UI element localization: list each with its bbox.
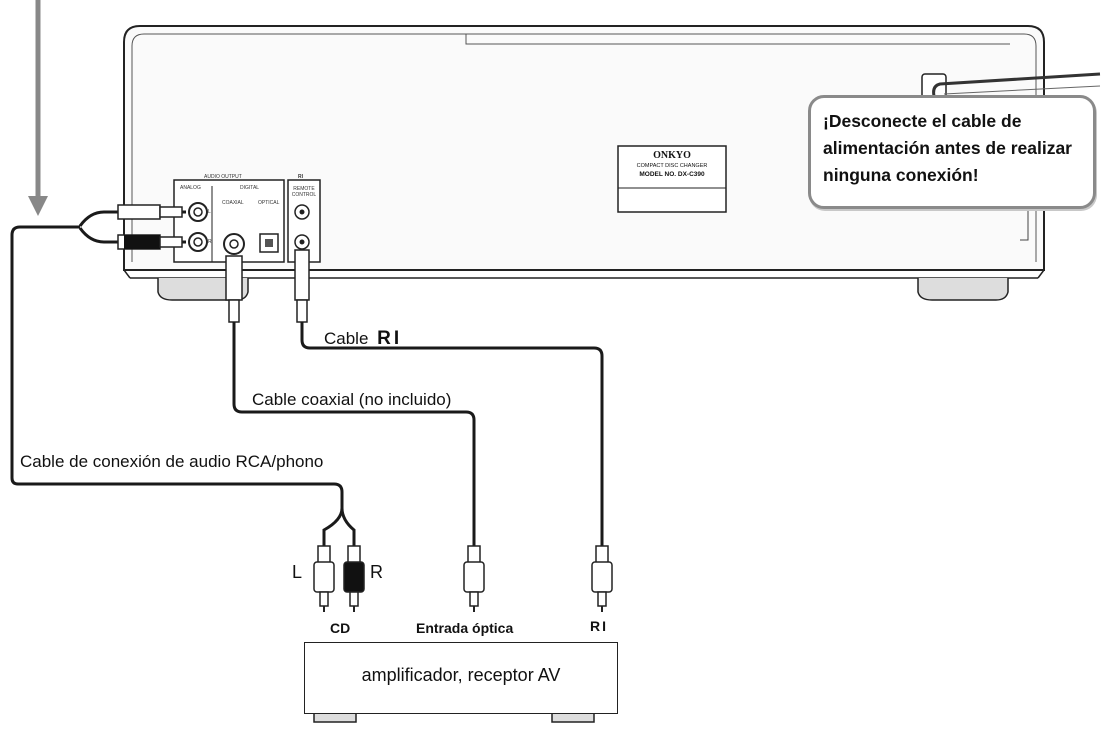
rca-plugs-cd <box>313 545 365 612</box>
warning-text: ¡Desconecte el cable de alimentación ant… <box>823 111 1072 185</box>
digital-label: DIGITAL <box>240 185 260 191</box>
ri-symbol: RI <box>377 328 403 349</box>
coaxial-cable-label: Cable coaxial (no incluido) <box>252 390 452 409</box>
warning-callout: ¡Desconecte el cable de alimentación ant… <box>808 95 1096 209</box>
model-line-2: MODEL NO. DX-C390 <box>639 171 705 178</box>
remote-control-label: REMOTE CONTROL <box>291 186 317 198</box>
ri-cable-label: Cable RI <box>324 328 402 350</box>
rca-cable-label: Cable de conexión de audio RCA/phono <box>20 452 324 471</box>
brand-logo: ONKYO <box>653 150 691 161</box>
audio-output-label: AUDIO OUTPUT <box>204 174 242 180</box>
ri-cable-text: Cable <box>324 329 369 348</box>
down-arrow-icon <box>28 0 48 216</box>
amplifier-label: amplificador, receptor AV <box>361 665 561 685</box>
jack-l-label: L <box>208 209 211 215</box>
rca-plugs-device <box>117 204 183 250</box>
optical-input-label: Entrada óptica <box>416 620 514 636</box>
coaxial-cable <box>225 255 485 612</box>
model-line-1: COMPACT DISC CHANGER <box>636 163 708 169</box>
analog-label: ANALOG <box>180 185 201 191</box>
jack-r-label: R <box>208 239 212 245</box>
plug-r-label: R <box>370 562 383 582</box>
ri-panel-label: RI <box>298 174 303 180</box>
rating-label <box>617 145 727 213</box>
cd-input-label: CD <box>330 620 351 636</box>
amplifier-box: amplificador, receptor AV <box>304 642 618 714</box>
ri-cable <box>294 249 613 612</box>
optical-label: OPTICAL <box>258 200 280 206</box>
plug-l-label: L <box>292 562 303 582</box>
coaxial-label: COAXIAL <box>222 200 244 206</box>
ri-input-label: RI <box>590 618 608 634</box>
audio-output-panel <box>173 179 321 263</box>
